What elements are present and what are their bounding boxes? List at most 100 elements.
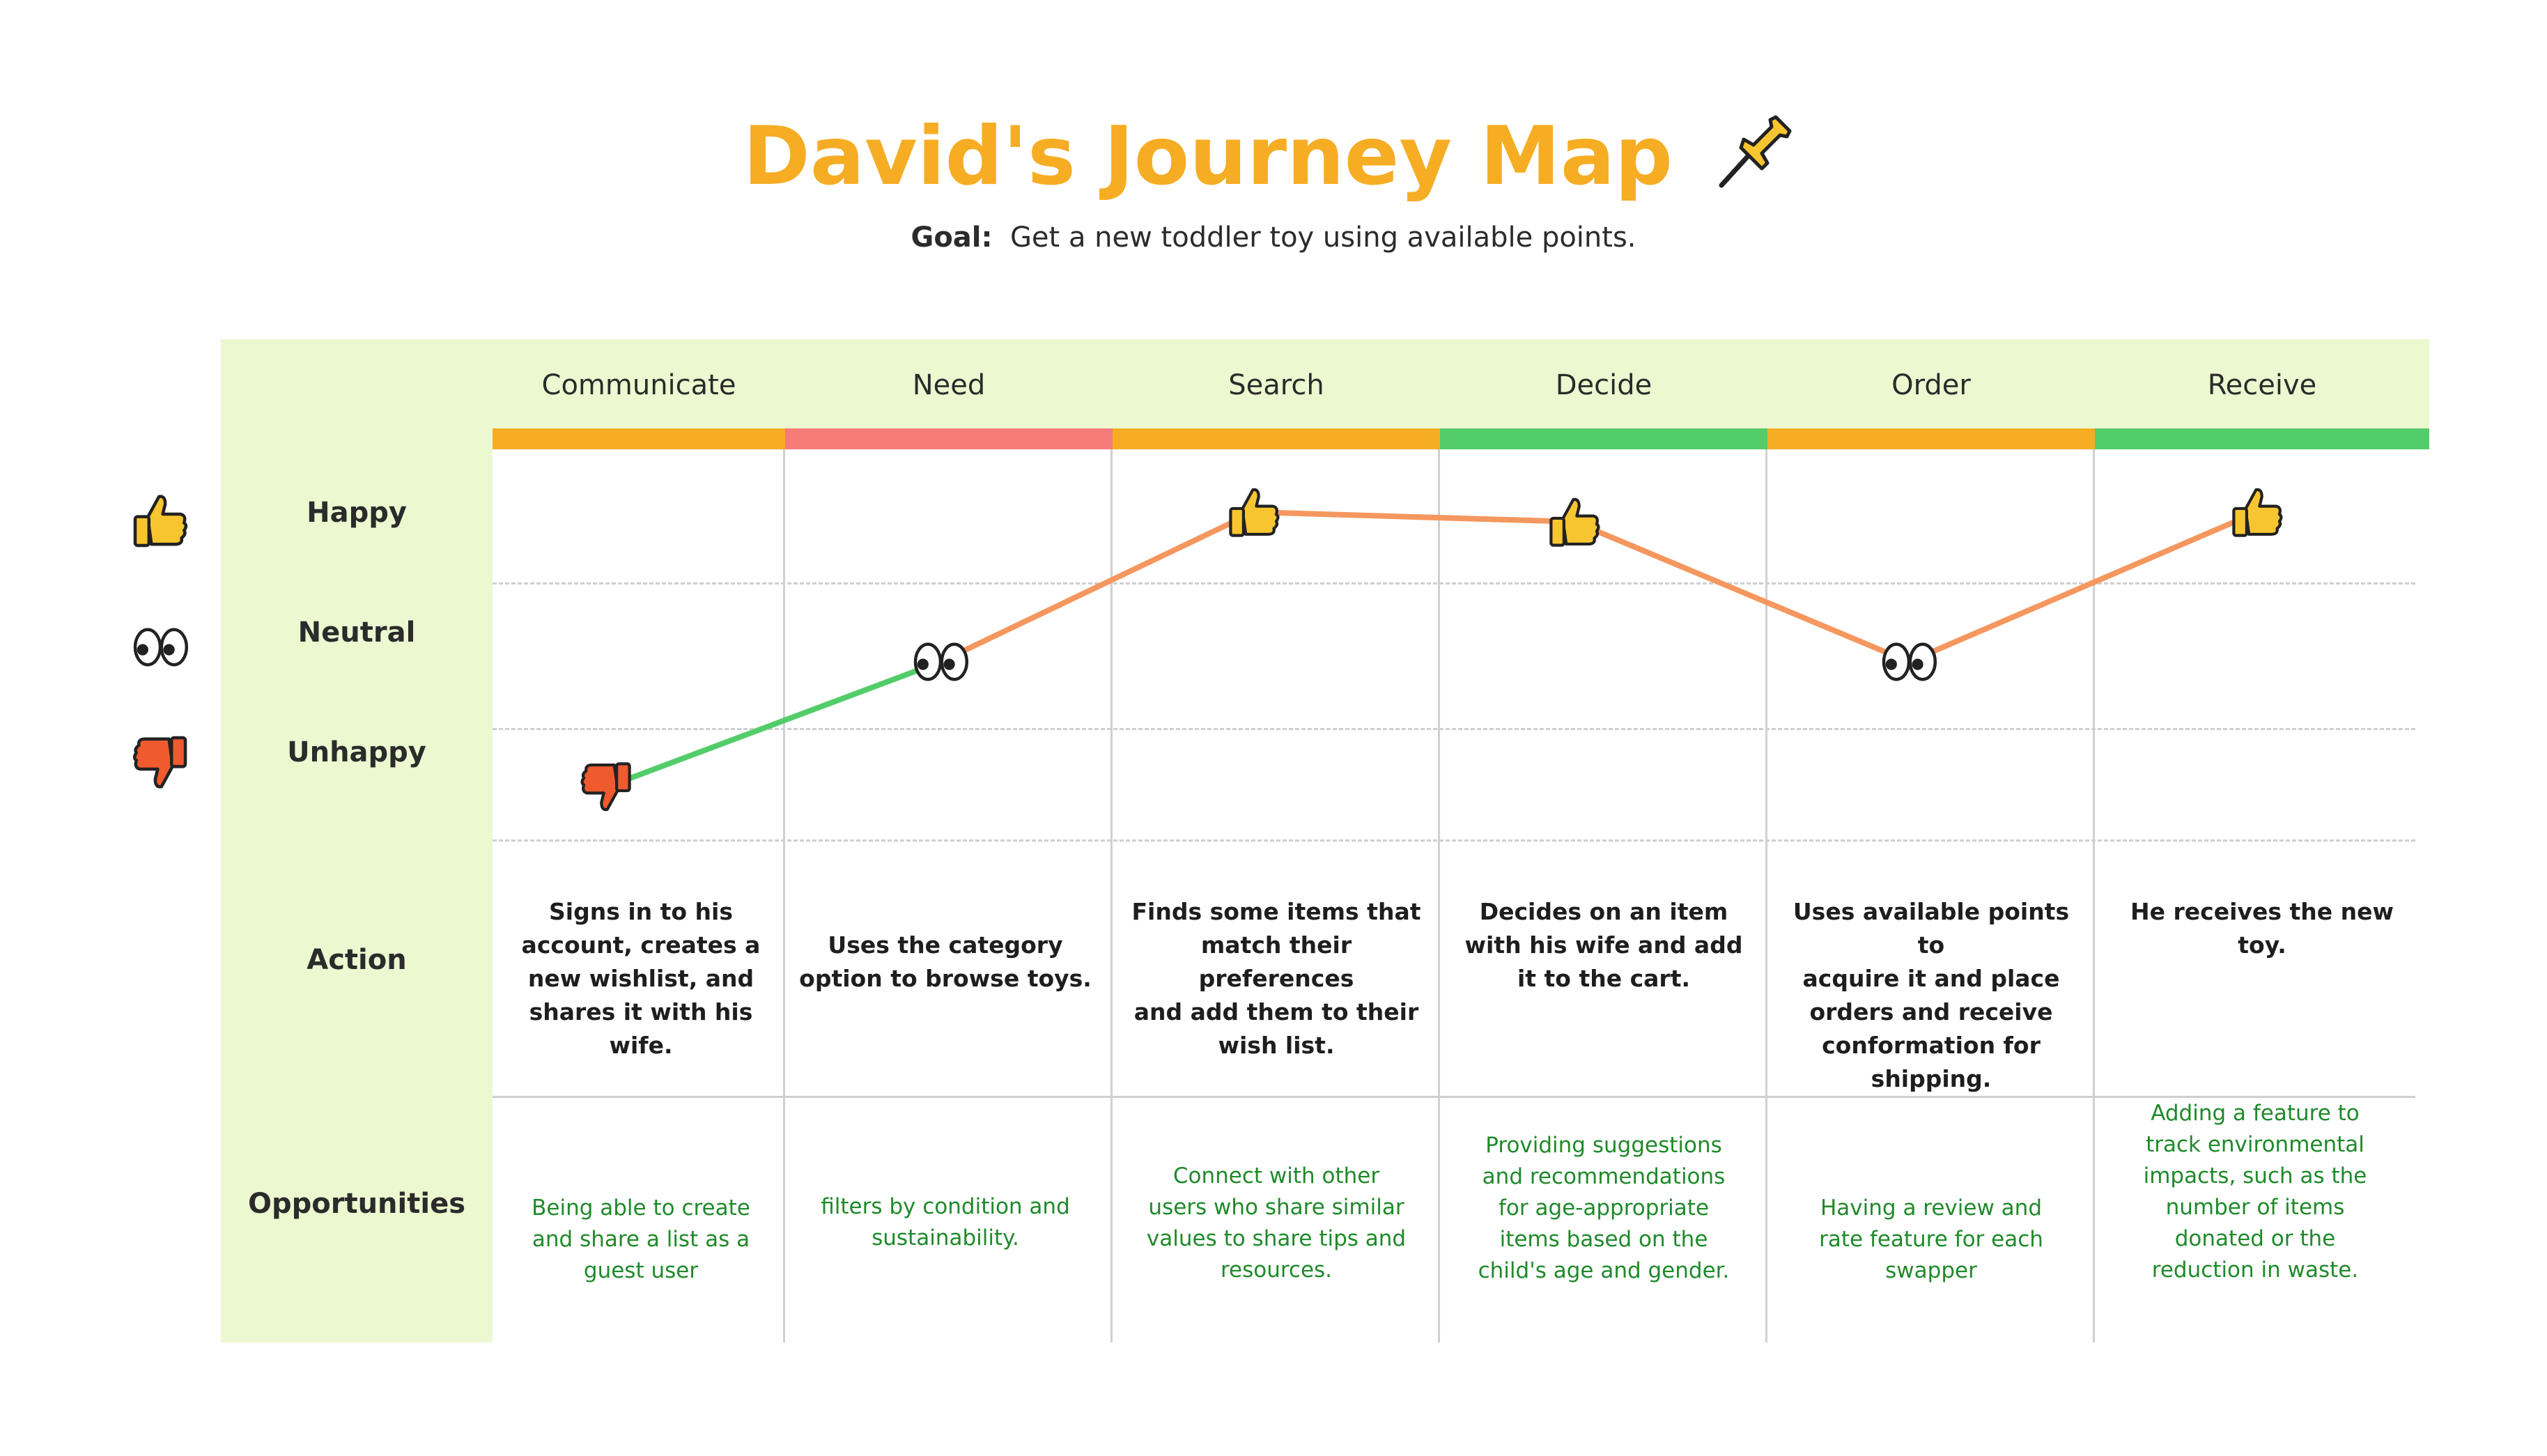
column-divider xyxy=(1438,449,1440,1342)
stage-header-communicate: Communicate xyxy=(541,369,736,401)
opportunity-search: Connect with other users who share simil… xyxy=(1127,1161,1426,1286)
pushpin-icon xyxy=(1719,115,1792,188)
action-line: it to the cart. xyxy=(1517,965,1691,992)
action-line: shares it with his xyxy=(529,998,753,1025)
stage-header-receive: Receive xyxy=(2207,369,2317,401)
opportunity-line: values to share tips and xyxy=(1146,1226,1407,1251)
action-search: Finds some items that match their prefer… xyxy=(1127,895,1426,1062)
action-line: Decides on an item xyxy=(1479,898,1728,925)
opportunity-line: Providing suggestions xyxy=(1485,1133,1722,1158)
row-divider-dashed xyxy=(493,728,2415,730)
action-line: Finds some items that xyxy=(1131,898,1421,925)
stage-bar-order xyxy=(1767,428,2095,449)
thumbs-down-icon xyxy=(580,762,631,812)
page-title-text: David's Journey Map xyxy=(743,109,1673,203)
row-divider-dashed xyxy=(493,582,2415,584)
action-need: Uses the category option to browse toys. xyxy=(799,929,1092,996)
action-receive: He receives the new toy. xyxy=(2109,895,2415,962)
thumbs-down-icon xyxy=(132,736,187,789)
row-label-neutral: Neutral xyxy=(297,617,416,649)
goal-text: Get a new toddler toy using available po… xyxy=(1009,222,1636,254)
sentiment-line-segment-start xyxy=(603,659,943,790)
eyes-icon xyxy=(913,642,969,681)
action-order: Uses available points to acquire it and … xyxy=(1778,895,2084,1096)
opportunity-line: donated or the xyxy=(2174,1226,2336,1251)
row-label-unhappy: Unhappy xyxy=(287,736,426,768)
eyes-icon xyxy=(1882,642,1937,681)
opportunity-line: filters by condition and xyxy=(821,1194,1070,1219)
action-line: and add them to their xyxy=(1133,998,1419,1025)
opportunity-need: filters by condition and sustainability. xyxy=(799,1191,1092,1254)
opportunity-line: reduction in waste. xyxy=(2151,1257,2359,1283)
action-line: conformation for xyxy=(1822,1032,2041,1059)
opportunity-line: Being able to create xyxy=(532,1195,750,1221)
column-divider xyxy=(1765,449,1767,1342)
action-line: acquire it and place xyxy=(1802,965,2060,992)
action-line: wish list. xyxy=(1218,1032,1335,1059)
opportunity-line: for age-appropriate xyxy=(1498,1195,1710,1221)
action-line: toy. xyxy=(2238,931,2286,959)
stage-header-decide: Decide xyxy=(1555,369,1652,401)
stage-header-order: Order xyxy=(1891,369,1971,401)
opportunity-line: impacts, such as the xyxy=(2143,1163,2367,1188)
action-line: orders and receive xyxy=(1809,998,2053,1025)
stage-bar-decide xyxy=(1440,428,1767,449)
stage-bar-need xyxy=(785,428,1113,449)
opportunity-line: resources. xyxy=(1220,1257,1333,1283)
opportunity-line: guest user xyxy=(583,1258,699,1283)
opportunity-line: items based on the xyxy=(1499,1227,1708,1252)
action-decide: Decides on an item with his wife and add… xyxy=(1454,895,1754,996)
goal-label: Goal: xyxy=(911,222,993,254)
opportunity-communicate: Being able to create and share a list as… xyxy=(516,1193,766,1287)
column-divider xyxy=(783,449,785,1342)
row-divider-dashed xyxy=(493,839,2415,842)
opportunity-line: child's age and gender. xyxy=(1478,1258,1730,1283)
opportunity-line: track environmental xyxy=(2146,1132,2364,1157)
action-line: shipping. xyxy=(1871,1065,1992,1092)
action-line: Uses available points to xyxy=(1793,898,2070,959)
opportunity-receive: Adding a feature to track environmental … xyxy=(2105,1098,2405,1286)
opportunity-order: Having a review and rate feature for eac… xyxy=(1778,1193,2084,1287)
column-divider xyxy=(2093,449,2095,1342)
stage-header-need: Need xyxy=(912,369,986,401)
row-label-opportunities: Opportunities xyxy=(247,1188,466,1220)
action-line: match their preferences xyxy=(1198,931,1354,992)
opportunity-line: swapper xyxy=(1885,1258,1977,1283)
stage-bar-communicate xyxy=(493,428,785,449)
thumbs-up-icon xyxy=(2232,488,2283,537)
opportunity-line: rate feature for each xyxy=(1819,1227,2043,1252)
goal-statement: Goal: Get a new toddler toy using availa… xyxy=(0,222,2547,254)
opportunity-line: Adding a feature to xyxy=(2151,1101,2360,1126)
action-line: account, creates a xyxy=(521,931,761,959)
journey-grid xyxy=(493,449,2429,1342)
row-label-happy: Happy xyxy=(307,497,407,529)
opportunity-line: Having a review and xyxy=(1820,1195,2042,1221)
action-line: He receives the new xyxy=(2130,898,2394,925)
opportunity-line: sustainability. xyxy=(872,1225,1019,1250)
stage-bar-search xyxy=(1113,428,1440,449)
page-title: David's Journey Map xyxy=(0,103,2547,197)
action-line: Uses the category xyxy=(828,931,1063,959)
opportunity-line: Connect with other xyxy=(1172,1163,1380,1188)
action-line: option to browse toys. xyxy=(799,965,1092,992)
stage-header-search: Search xyxy=(1228,369,1324,401)
thumbs-up-icon xyxy=(1549,497,1600,547)
thumbs-up-icon xyxy=(133,495,188,548)
opportunity-line: number of items xyxy=(2165,1195,2345,1220)
column-divider xyxy=(1110,449,1113,1342)
action-communicate: Signs in to his account, creates a new w… xyxy=(516,895,766,1062)
opportunity-line: and share a list as a xyxy=(532,1227,750,1252)
row-label-action: Action xyxy=(307,944,407,976)
action-line: new wishlist, and xyxy=(527,965,754,992)
eyes-icon xyxy=(133,628,189,667)
opportunity-line: and recommendations xyxy=(1482,1164,1726,1189)
opportunity-line: users who share similar xyxy=(1148,1195,1404,1220)
action-line: with his wife and add xyxy=(1464,931,1743,959)
action-line: wife. xyxy=(609,1032,673,1059)
action-line: Signs in to his xyxy=(549,898,733,925)
stage-bar-receive xyxy=(2095,428,2429,449)
row-divider xyxy=(493,1096,2415,1098)
opportunity-decide: Providing suggestions and recommendation… xyxy=(1454,1130,1754,1287)
sentiment-markers xyxy=(580,488,2283,812)
thumbs-up-icon xyxy=(1229,488,1280,537)
